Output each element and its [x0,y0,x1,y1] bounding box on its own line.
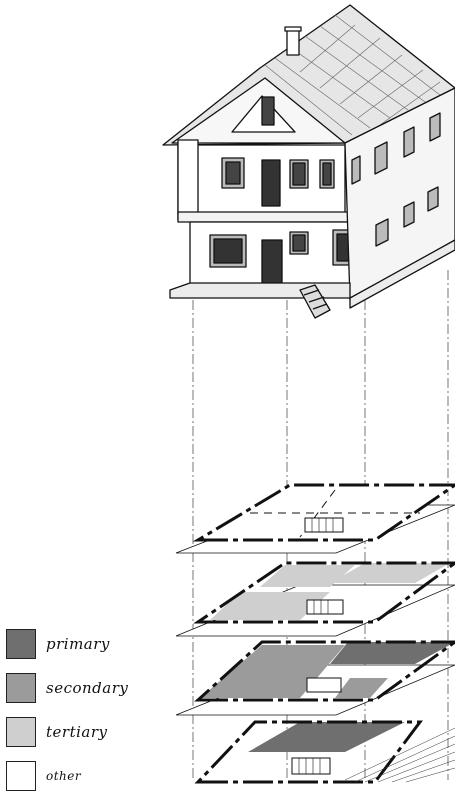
side-wall [344,87,455,301]
legend-label: tertiary [46,723,108,741]
legend-label: secondary [46,679,129,697]
legend-item-primary: primary [6,622,156,666]
porch [169,282,351,299]
zone-primary [330,642,455,664]
floor-plate-3 [175,640,455,716]
side-windows [351,112,441,247]
legend-swatch-other [6,761,36,791]
legend-swatch-tertiary [6,717,36,747]
front-door [261,239,283,286]
zone-tertiary [210,592,330,620]
legend-item-tertiary: tertiary [6,710,156,754]
legend-label: other [46,769,82,783]
porch-steps [299,284,331,319]
zone-secondary [335,678,388,698]
legend-swatch-primary [6,629,36,659]
zone-tertiary [330,563,450,583]
legend-label: primary [46,635,110,653]
zone-primary [248,722,405,752]
legend-swatch-secondary [6,673,36,703]
legend: primary secondary tertiary other [6,622,156,798]
zone-tertiary [260,565,355,587]
floor-plate-2 [175,561,455,637]
hatch-shadow [344,727,455,783]
door-upper [261,159,281,207]
house-illustration [162,4,455,319]
floor-plate-4 [194,720,455,784]
roof-shingles [264,14,441,136]
legend-item-secondary: secondary [6,666,156,710]
legend-item-other: other [6,754,156,798]
floor-plate-1 [175,483,455,554]
chimney [286,29,300,56]
